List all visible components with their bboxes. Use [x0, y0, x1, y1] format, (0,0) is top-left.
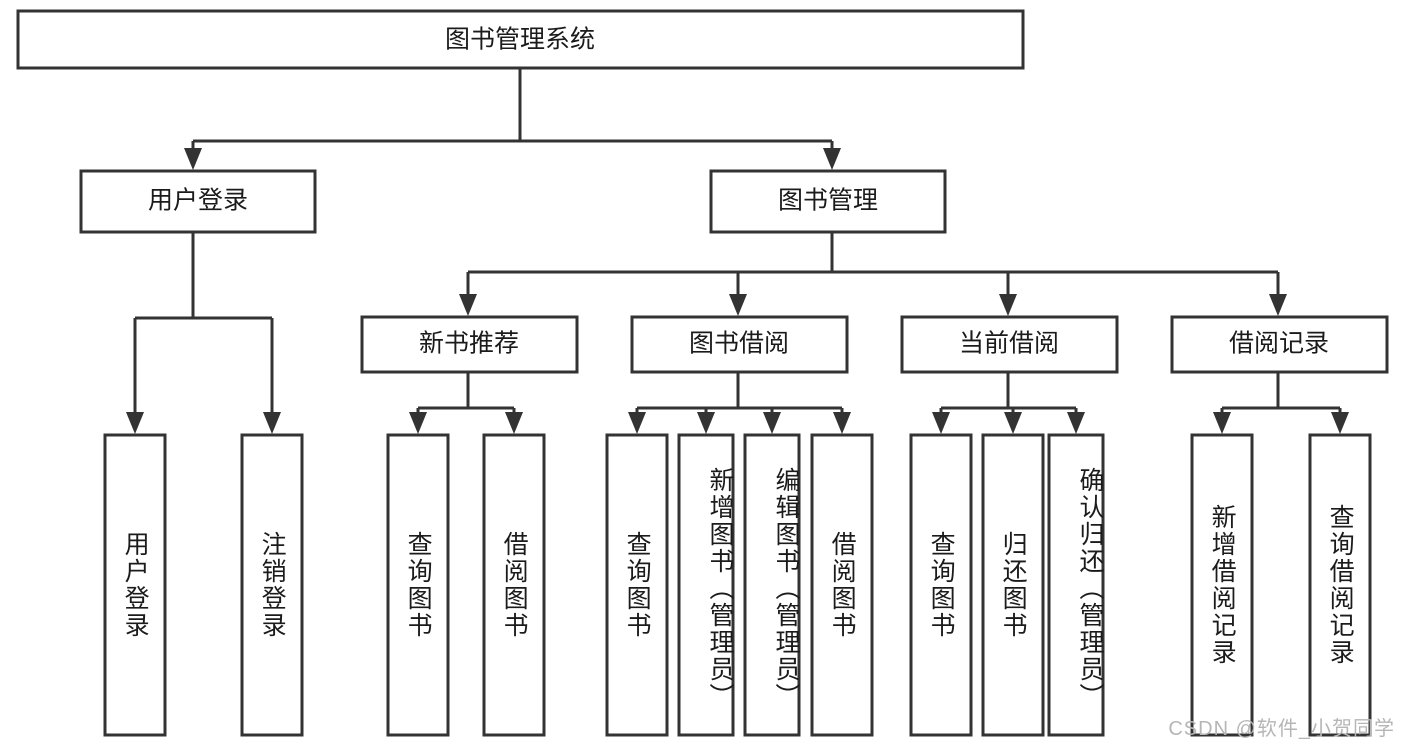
arrow-ul-child2: [263, 412, 281, 434]
node-leaf-add-record-rect[interactable]: [1190, 433, 1254, 737]
arrow-root-to-book-manage: [823, 148, 841, 170]
node-book-borrow-label: 图书借阅: [689, 330, 789, 358]
arrow-cb-c2: [1004, 412, 1022, 434]
connector-group-root: [184, 68, 841, 170]
arrow-br-c1: [1213, 412, 1231, 434]
node-book-manage[interactable]: 图书管理: [709, 169, 947, 234]
arrow-root-to-user-login: [184, 148, 202, 170]
node-book-borrow[interactable]: 图书借阅: [630, 315, 849, 374]
node-current-borrow-rect[interactable]: [900, 315, 1119, 374]
arrow-bb-c3: [763, 412, 781, 434]
node-root-label: 图书管理系统: [445, 26, 595, 54]
arrow-nbr-c2: [505, 412, 523, 434]
connector-group-user-login: [126, 232, 281, 434]
node-current-borrow[interactable]: 当前借阅: [900, 315, 1119, 374]
node-leaf-logout-rect[interactable]: [240, 433, 304, 737]
connector-group-book-borrow: [628, 372, 851, 434]
node-leaf-query-book-1-rect[interactable]: [386, 433, 450, 737]
arrow-bm-c3: [999, 294, 1017, 316]
node-leaf-borrow-book-1-rect[interactable]: [482, 433, 546, 737]
arrow-bb-c2: [697, 412, 715, 434]
node-borrow-record-rect[interactable]: [1170, 315, 1389, 374]
node-book-borrow-rect[interactable]: [630, 315, 849, 374]
connector-group-borrow-record: [1213, 372, 1349, 434]
connector-group-new-book-recommend: [409, 372, 523, 434]
node-leaf-confirm-return-rect[interactable]: [1047, 433, 1105, 737]
node-book-manage-rect[interactable]: [709, 169, 947, 234]
leaf-rects: [103, 433, 1372, 737]
node-new-book-recommend-label: 新书推荐: [419, 330, 519, 358]
arrow-ul-child1: [126, 412, 144, 434]
node-book-manage-label: 图书管理: [778, 187, 878, 215]
node-leaf-query-record-rect[interactable]: [1308, 433, 1372, 737]
node-borrow-record[interactable]: 借阅记录: [1170, 315, 1389, 374]
node-root[interactable]: 图书管理系统: [16, 9, 1025, 70]
node-leaf-query-book-3-rect[interactable]: [909, 433, 973, 737]
node-leaf-add-book-rect[interactable]: [677, 433, 735, 737]
arrow-bb-c4: [833, 412, 851, 434]
connector-group-book-manage: [459, 232, 1287, 316]
node-leaf-query-book-2-rect[interactable]: [605, 433, 669, 737]
arrow-bb-c1: [628, 412, 646, 434]
arrow-bm-c2: [729, 294, 747, 316]
node-leaf-user-login-rect[interactable]: [103, 433, 167, 737]
arrow-br-c2: [1331, 412, 1349, 434]
arrow-bm-c1: [459, 294, 477, 316]
node-user-login[interactable]: 用户登录: [79, 169, 317, 234]
node-user-login-label: 用户登录: [148, 187, 248, 215]
connector-group-current-borrow: [932, 372, 1085, 434]
node-current-borrow-label: 当前借阅: [959, 330, 1059, 358]
arrow-bm-c4: [1269, 294, 1287, 316]
arrow-cb-c1: [932, 412, 950, 434]
node-leaf-return-book-rect[interactable]: [981, 433, 1045, 737]
node-new-book-recommend-rect[interactable]: [360, 315, 579, 374]
node-leaf-borrow-book-2-rect[interactable]: [810, 433, 874, 737]
arrow-cb-c3: [1067, 412, 1085, 434]
node-leaf-edit-book-rect[interactable]: [743, 433, 801, 737]
watermark-text: CSDN @软件_小贺同学: [1168, 718, 1395, 740]
node-user-login-rect[interactable]: [79, 169, 317, 234]
node-new-book-recommend[interactable]: 新书推荐: [360, 315, 579, 374]
arrow-nbr-c1: [409, 412, 427, 434]
node-borrow-record-label: 借阅记录: [1229, 330, 1329, 358]
node-root-rect[interactable]: [16, 9, 1025, 70]
